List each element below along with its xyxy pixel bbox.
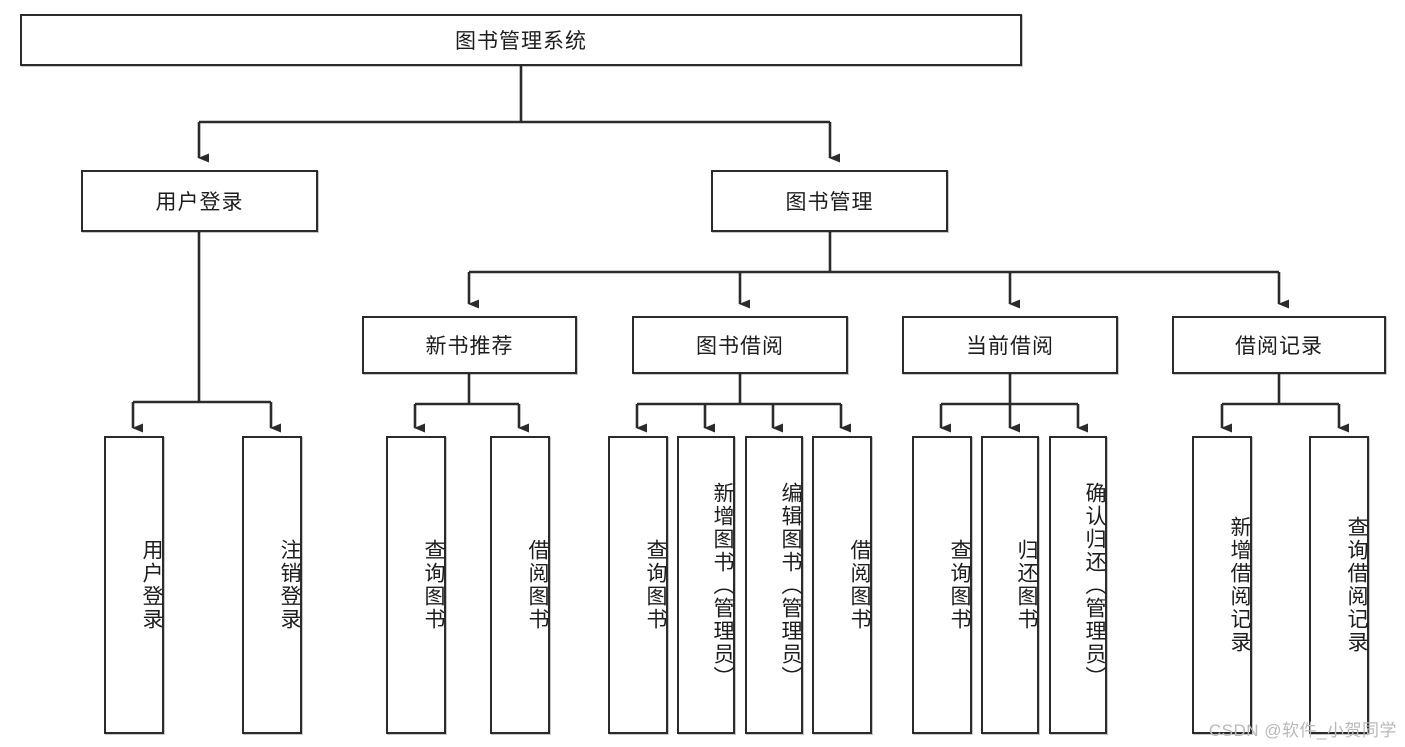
- leaf-add-borrow-record-label: 新增借阅记录: [1228, 516, 1251, 654]
- node-root[interactable]: 图书管理系统: [20, 14, 1022, 66]
- leaf-return-book-label: 归还图书: [1015, 539, 1038, 631]
- node-new-book-recommend-label: 新书推荐: [425, 335, 514, 358]
- leaf-borrow-book-1-label: 借阅图书: [526, 539, 549, 631]
- leaf-edit-book-admin[interactable]: 编辑图书（管理员）: [745, 436, 803, 734]
- leaf-logout-label: 注销登录: [278, 539, 301, 631]
- leaf-return-book[interactable]: 归还图书: [981, 436, 1039, 734]
- node-book-management[interactable]: 图书管理: [711, 170, 948, 232]
- leaf-borrow-book-1[interactable]: 借阅图书: [490, 436, 550, 734]
- node-current-borrow[interactable]: 当前借阅: [902, 316, 1118, 374]
- csdn-watermark: CSDN @软件_小贺同学: [1208, 721, 1397, 740]
- leaf-borrow-book-2-label: 借阅图书: [848, 539, 871, 631]
- leaf-query-book-3[interactable]: 查询图书: [912, 436, 972, 734]
- leaf-logout[interactable]: 注销登录: [242, 436, 302, 734]
- node-borrow-record-label: 借阅记录: [1235, 335, 1323, 358]
- leaf-add-book-admin[interactable]: 新增图书（管理员）: [677, 436, 735, 734]
- leaf-query-borrow-record-label: 查询借阅记录: [1345, 516, 1368, 654]
- leaf-query-book-1-label: 查询图书: [422, 539, 445, 631]
- node-user-login-label: 用户登录: [155, 191, 244, 214]
- node-current-borrow-label: 当前借阅: [966, 335, 1054, 358]
- leaf-user-login-label: 用户登录: [140, 539, 163, 631]
- node-book-management-label: 图书管理: [785, 191, 874, 214]
- node-book-borrow-label: 图书借阅: [696, 335, 784, 358]
- leaf-borrow-book-2[interactable]: 借阅图书: [812, 436, 872, 734]
- node-root-label: 图书管理系统: [455, 30, 587, 53]
- node-user-login[interactable]: 用户登录: [81, 170, 318, 232]
- leaf-add-book-admin-label: 新增图书（管理员）: [711, 481, 734, 689]
- leaf-edit-book-admin-label: 编辑图书（管理员）: [779, 481, 802, 689]
- leaf-query-book-1[interactable]: 查询图书: [386, 436, 446, 734]
- node-borrow-record[interactable]: 借阅记录: [1172, 316, 1386, 374]
- leaf-query-borrow-record[interactable]: 查询借阅记录: [1309, 436, 1369, 734]
- leaf-confirm-return-admin[interactable]: 确认归还（管理员）: [1049, 436, 1107, 734]
- node-new-book-recommend[interactable]: 新书推荐: [362, 316, 577, 374]
- leaf-user-login[interactable]: 用户登录: [104, 436, 164, 734]
- node-book-borrow[interactable]: 图书借阅: [632, 316, 848, 374]
- leaf-query-book-2[interactable]: 查询图书: [608, 436, 668, 734]
- leaf-query-book-2-label: 查询图书: [644, 539, 667, 631]
- leaf-query-book-3-label: 查询图书: [948, 539, 971, 631]
- leaf-add-borrow-record[interactable]: 新增借阅记录: [1192, 436, 1252, 734]
- leaf-confirm-return-admin-label: 确认归还（管理员）: [1083, 481, 1106, 689]
